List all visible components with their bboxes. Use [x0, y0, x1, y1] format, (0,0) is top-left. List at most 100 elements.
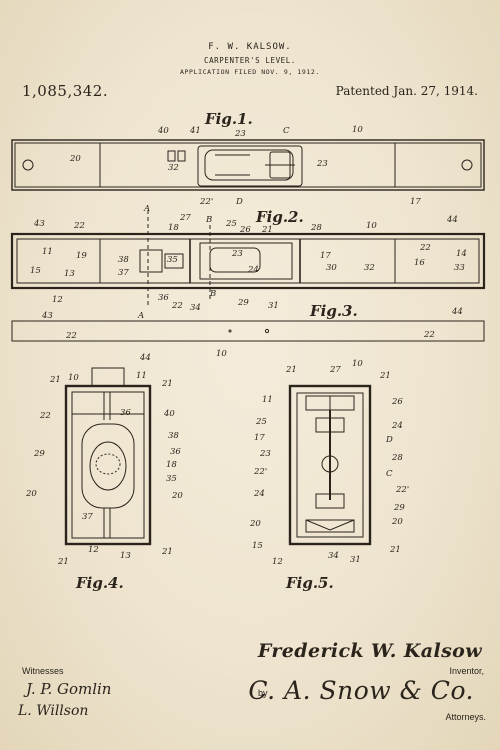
ref: 21: [261, 225, 273, 235]
ref: 29: [33, 449, 45, 459]
ref: C: [386, 469, 393, 479]
fig1-refs: 40 41 23 C 10 20 32 23 22' D 17: [69, 125, 421, 207]
ref: 35: [166, 474, 177, 484]
ref: 19: [76, 251, 87, 261]
ref: 30: [326, 263, 337, 273]
ref: 43: [41, 311, 53, 321]
ref: 40: [157, 126, 169, 136]
ref: 43: [33, 219, 45, 229]
ref: 22': [395, 485, 409, 495]
ref: 22: [419, 243, 431, 253]
fig4-label: Fig.4.: [75, 574, 124, 592]
ref: 12: [52, 295, 63, 305]
ref: 36: [158, 293, 169, 303]
witness-1-signature: J. P. Gomlin: [26, 680, 112, 698]
fig1-label: Fig.1.: [204, 110, 253, 128]
ref: 23: [259, 449, 271, 459]
ref: 29: [237, 298, 249, 308]
ref: 22: [39, 411, 51, 421]
ref: 23: [316, 159, 328, 169]
ref: A: [137, 311, 144, 321]
inventor-name-heading: F. W. KALSOW.: [208, 42, 292, 52]
ref: 35: [167, 255, 178, 265]
ref: 25: [225, 219, 237, 229]
figure-2-section-view: [10, 210, 486, 306]
ref: 31: [350, 555, 361, 565]
ref: 37: [82, 512, 93, 522]
ref: 21: [389, 545, 401, 555]
ref: 22': [199, 197, 213, 207]
ref: 24: [253, 489, 265, 499]
ref: 24: [391, 421, 403, 431]
ref: 23: [234, 129, 246, 139]
figure-3-bottom-view: [11, 320, 485, 342]
ref: 28: [391, 453, 403, 463]
ref: 21: [379, 371, 391, 381]
fig2-label: Fig.2.: [255, 208, 304, 226]
ref: 10: [68, 373, 79, 383]
ref: 22: [65, 331, 77, 341]
ref: 18: [168, 223, 179, 233]
attorneys-label: Attorneys.: [445, 712, 486, 722]
ref: 10: [366, 221, 377, 231]
ref: 34: [190, 303, 201, 313]
ref: 20: [69, 154, 81, 164]
ref: D: [385, 435, 393, 445]
fig3-label: Fig.3.: [309, 302, 358, 320]
ref: 40: [163, 409, 175, 419]
ref: 10: [352, 125, 363, 135]
ref: 20: [25, 489, 37, 499]
invention-title: CARPENTER'S LEVEL.: [203, 56, 297, 65]
ref: 14: [456, 249, 467, 259]
ref: 33: [454, 263, 465, 273]
ref: 23: [231, 249, 243, 259]
ref: 17: [410, 197, 421, 207]
patented-date: Patented Jan. 27, 1914.: [335, 84, 478, 98]
ref: 10: [216, 349, 227, 359]
ref: 26: [391, 397, 403, 407]
ref: 15: [252, 541, 263, 551]
ref: 12: [272, 557, 283, 567]
ref: 13: [64, 269, 75, 279]
ref: 18: [166, 460, 177, 470]
fig4-refs: 44 21 10 11 21 22 36 40 38 29 36 18 35 2…: [25, 353, 183, 567]
ref: 21: [57, 557, 69, 567]
ref: 21: [161, 379, 173, 389]
ref: 22: [171, 301, 183, 311]
attorney-signature: C. A. Snow & Co.: [248, 676, 474, 705]
ref: 22: [423, 330, 435, 340]
ref: 11: [136, 371, 147, 381]
ref: 26: [239, 225, 251, 235]
fig5-refs: 21 27 10 21 11 26 25 24 17 D 23 28 C 22'…: [249, 359, 409, 567]
ref: 20: [391, 517, 403, 527]
ref: 21: [49, 375, 61, 385]
ref: 32: [364, 263, 375, 273]
ref: 13: [120, 551, 131, 561]
ref: 20: [249, 519, 261, 529]
ref: 27: [329, 365, 341, 375]
ref: 10: [352, 359, 363, 369]
ref: 38: [168, 431, 179, 441]
witnesses-label: Witnesses: [22, 666, 64, 676]
patent-number: 1,085,342.: [22, 82, 109, 100]
ref: 44: [451, 307, 463, 317]
figure-5-end-section: [288, 384, 372, 546]
figure-4-end-section: [64, 367, 152, 546]
ref: 15: [30, 266, 41, 276]
ref: 11: [262, 395, 273, 405]
fig5-label: Fig.5.: [285, 574, 334, 592]
ref: 38: [118, 255, 129, 265]
ref: 24: [247, 265, 259, 275]
ref: A: [143, 204, 150, 214]
ref: 28: [310, 223, 322, 233]
ref: 17: [254, 433, 265, 443]
ref: 11: [42, 247, 53, 257]
ref: B: [209, 289, 216, 299]
ref: 21: [285, 365, 297, 375]
ref: 27: [179, 213, 191, 223]
inventor-signature: Frederick W. Kalsow: [257, 640, 482, 662]
application-filed-line: APPLICATION FILED NOV. 9, 1912.: [180, 68, 320, 76]
ref: 20: [171, 491, 183, 501]
